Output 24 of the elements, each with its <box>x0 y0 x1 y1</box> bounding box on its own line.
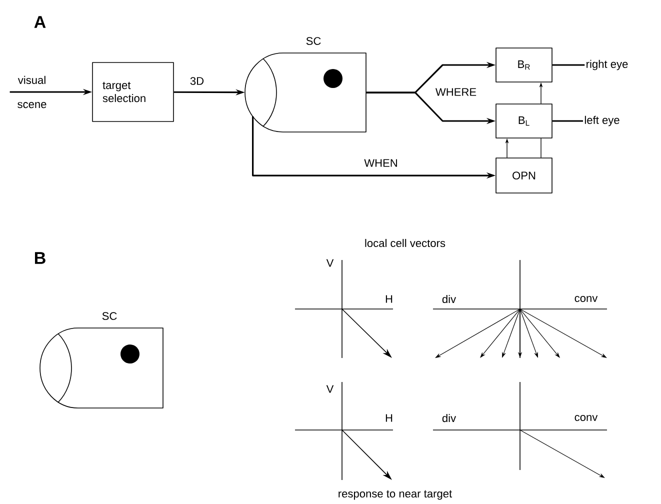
node-label: SC <box>306 37 321 45</box>
panel-letter: B <box>35 252 46 264</box>
axis-label: response to near target <box>338 490 452 500</box>
process-box: B$_{L}$ <box>496 104 552 138</box>
axis-label: div <box>442 414 456 422</box>
edge-label: 3D <box>188 76 206 86</box>
axis-label: conv <box>574 414 598 422</box>
node-text: visual scene <box>18 76 46 108</box>
node-text: right eye <box>586 60 628 70</box>
axis-label: V <box>326 385 334 393</box>
panel-letter: A <box>34 16 46 28</box>
process-box: OPN <box>496 158 552 194</box>
axis-label: H <box>386 295 392 303</box>
edge-label: WHEN <box>363 158 399 168</box>
process-box: target selection <box>92 62 174 122</box>
process-box: B$_{R}$ <box>496 48 552 82</box>
axis-label: H <box>386 414 392 422</box>
node-label: SC <box>102 312 117 320</box>
node-text: left eye <box>584 116 620 126</box>
axis-label: div <box>442 294 456 304</box>
axis-label: conv <box>574 296 598 302</box>
axis-label: local cell vectors <box>365 238 446 248</box>
axis-label: V <box>326 259 334 267</box>
edge-label: WHERE <box>434 87 478 97</box>
